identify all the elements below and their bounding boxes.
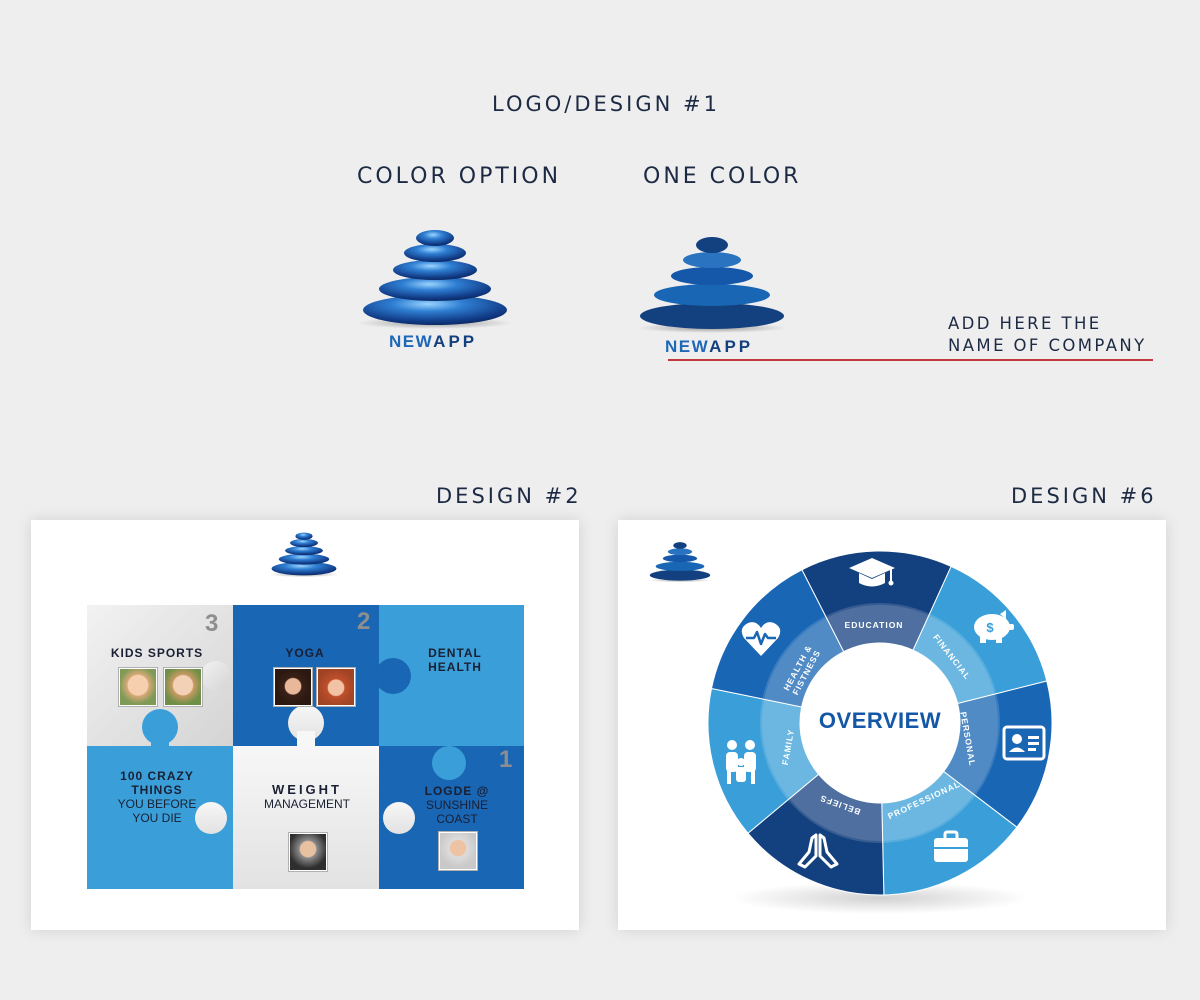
svg-text:$: $: [986, 620, 994, 635]
design-2-panel: 3 KIDS SPORTS 2 YOGA DENTAL HEALTH 100 C…: [31, 520, 579, 930]
color-stones-logo: [357, 230, 513, 329]
one-color-stones-logo: [636, 237, 788, 333]
yoga-photo-1: [274, 668, 312, 706]
kids-sports-label: KIDS SPORTS: [110, 646, 204, 660]
color-logo-wordmark: NEWAPP: [389, 332, 477, 352]
lodge-label: LOGDE @ SUNSHINE COAST: [424, 784, 490, 826]
family-icon: [726, 740, 756, 784]
design-6-heading: DESIGN #6: [1011, 484, 1157, 508]
dental-health-label: DENTAL HEALTH: [428, 646, 482, 674]
company-underline: [668, 359, 1153, 361]
wordmark-app: APP: [433, 332, 478, 351]
kids-photo-1: [119, 668, 157, 706]
wordmark-app: APP: [709, 337, 754, 356]
design-2-logo: [268, 532, 340, 578]
praying-hands-icon: [797, 833, 839, 869]
wordmark-new: NEW: [389, 332, 434, 351]
briefcase-icon: [934, 830, 968, 862]
wheel-inner-band: [760, 603, 1000, 843]
wordmark-new: NEW: [665, 337, 710, 356]
logo-design-1-heading: LOGO/DESIGN #1: [492, 92, 720, 116]
weight-photo: [289, 833, 327, 871]
puzzle-number-1: 1: [499, 746, 513, 773]
kids-photo-2: [164, 668, 202, 706]
company-line-2: NAME OF COMPANY: [948, 336, 1147, 355]
company-name-placeholder: ADD HERE THE NAME OF COMPANY: [948, 313, 1147, 357]
design-2-heading: DESIGN #2: [436, 484, 582, 508]
piggy-bank-icon: $: [974, 610, 1014, 643]
yoga-label: YOGA: [285, 646, 325, 660]
id-card-icon: [1002, 725, 1046, 761]
overview-wheel: [707, 550, 1053, 914]
weight-management-label: WEIGHT MANAGEMENT: [263, 782, 350, 812]
overview-center: [800, 643, 960, 803]
education-label: EDUCATION: [844, 620, 904, 630]
company-line-1: ADD HERE THE: [948, 314, 1102, 333]
graduation-cap-icon: [849, 558, 895, 587]
puzzle-number-3: 3: [205, 610, 219, 637]
lodge-photo: [439, 832, 477, 870]
puzzle-number-2: 2: [357, 608, 371, 635]
design-6-logo: [648, 542, 712, 583]
one-color-logo-wordmark: NEWAPP: [665, 337, 753, 357]
yoga-photo-2: [317, 668, 355, 706]
one-color-heading: ONE COLOR: [643, 164, 802, 189]
overview-title: OVERVIEW: [818, 708, 942, 733]
crazy-things-label: 100 CRAZY THINGS YOU BEFORE YOU DIE: [117, 769, 197, 825]
color-option-heading: COLOR OPTION: [357, 164, 562, 189]
heart-pulse-icon: [741, 622, 781, 656]
